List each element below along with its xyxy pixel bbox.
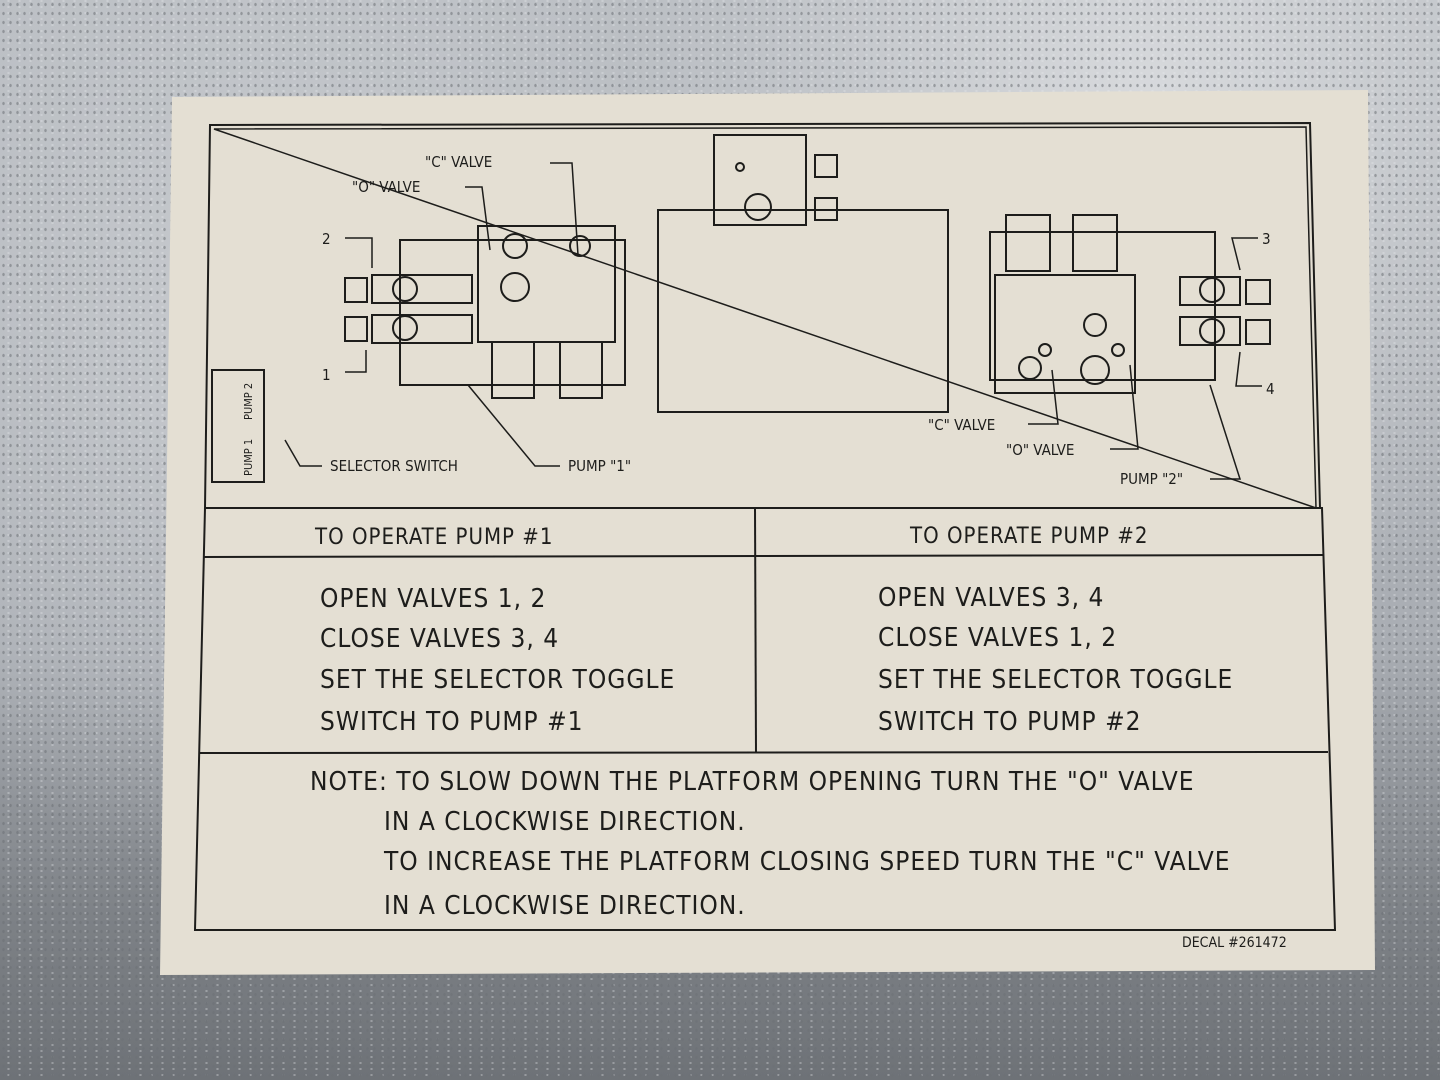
pump-2-label: PUMP "2" (1120, 470, 1183, 488)
valve-4-label: 4 (1266, 380, 1275, 398)
pump-2-manifold (989, 214, 1271, 394)
switch-label-pump2: PUMP 2 (242, 383, 255, 420)
valve-3-label: 3 (1262, 230, 1271, 248)
switch-label-pump1: PUMP 1 (242, 439, 255, 476)
decal-number: DECAL #261472 (1182, 935, 1287, 951)
o-valve-label-left: "O" VALVE (352, 178, 420, 196)
valve-2-label: 2 (322, 230, 331, 248)
pump1-steps: OPEN VALVES 1, 2 CLOSE VALVES 3, 4 SET T… (320, 584, 675, 737)
step: CLOSE VALVES 1, 2 (878, 623, 1117, 653)
step: OPEN VALVES 1, 2 (320, 584, 546, 614)
note-line: TO INCREASE THE PLATFORM CLOSING SPEED T… (383, 847, 1231, 877)
step: CLOSE VALVES 3, 4 (320, 624, 559, 654)
step: SWITCH TO PUMP #2 (878, 707, 1142, 737)
valve-1-label: 1 (322, 366, 331, 384)
body-divider (199, 751, 1329, 754)
pump-1-label: PUMP "1" (568, 457, 631, 475)
header-divider (202, 554, 1325, 558)
note-line: IN A CLOCKWISE DIRECTION. (384, 807, 746, 837)
selector-switch-label: SELECTOR SWITCH (330, 457, 458, 475)
pump2-steps: OPEN VALVES 3, 4 CLOSE VALVES 1, 2 SET T… (878, 583, 1233, 737)
reservoir (657, 134, 949, 413)
header-pump1: TO OPERATE PUMP #1 (314, 525, 553, 550)
note: NOTE: TO SLOW DOWN THE PLATFORM OPENING … (310, 767, 1231, 921)
c-valve-label-right: "C" VALVE (928, 416, 995, 434)
leader-lines (284, 162, 1262, 480)
note-line: NOTE: TO SLOW DOWN THE PLATFORM OPENING … (310, 767, 1195, 797)
column-divider (754, 507, 757, 754)
step: SET THE SELECTOR TOGGLE (878, 665, 1233, 695)
selector-switch-box (211, 369, 265, 483)
step: OPEN VALVES 3, 4 (878, 583, 1104, 613)
step: SWITCH TO PUMP #1 (320, 707, 584, 737)
c-valve-label-left: "C" VALVE (425, 153, 492, 171)
diagram-frame-inner (213, 126, 1317, 510)
header-pump2: TO OPERATE PUMP #2 (909, 524, 1148, 549)
table-frame (193, 507, 1337, 931)
note-line: IN A CLOCKWISE DIRECTION. (384, 891, 746, 921)
step: SET THE SELECTOR TOGGLE (320, 665, 675, 695)
o-valve-label-right: "O" VALVE (1006, 441, 1074, 459)
pump-1-manifold (344, 225, 626, 399)
